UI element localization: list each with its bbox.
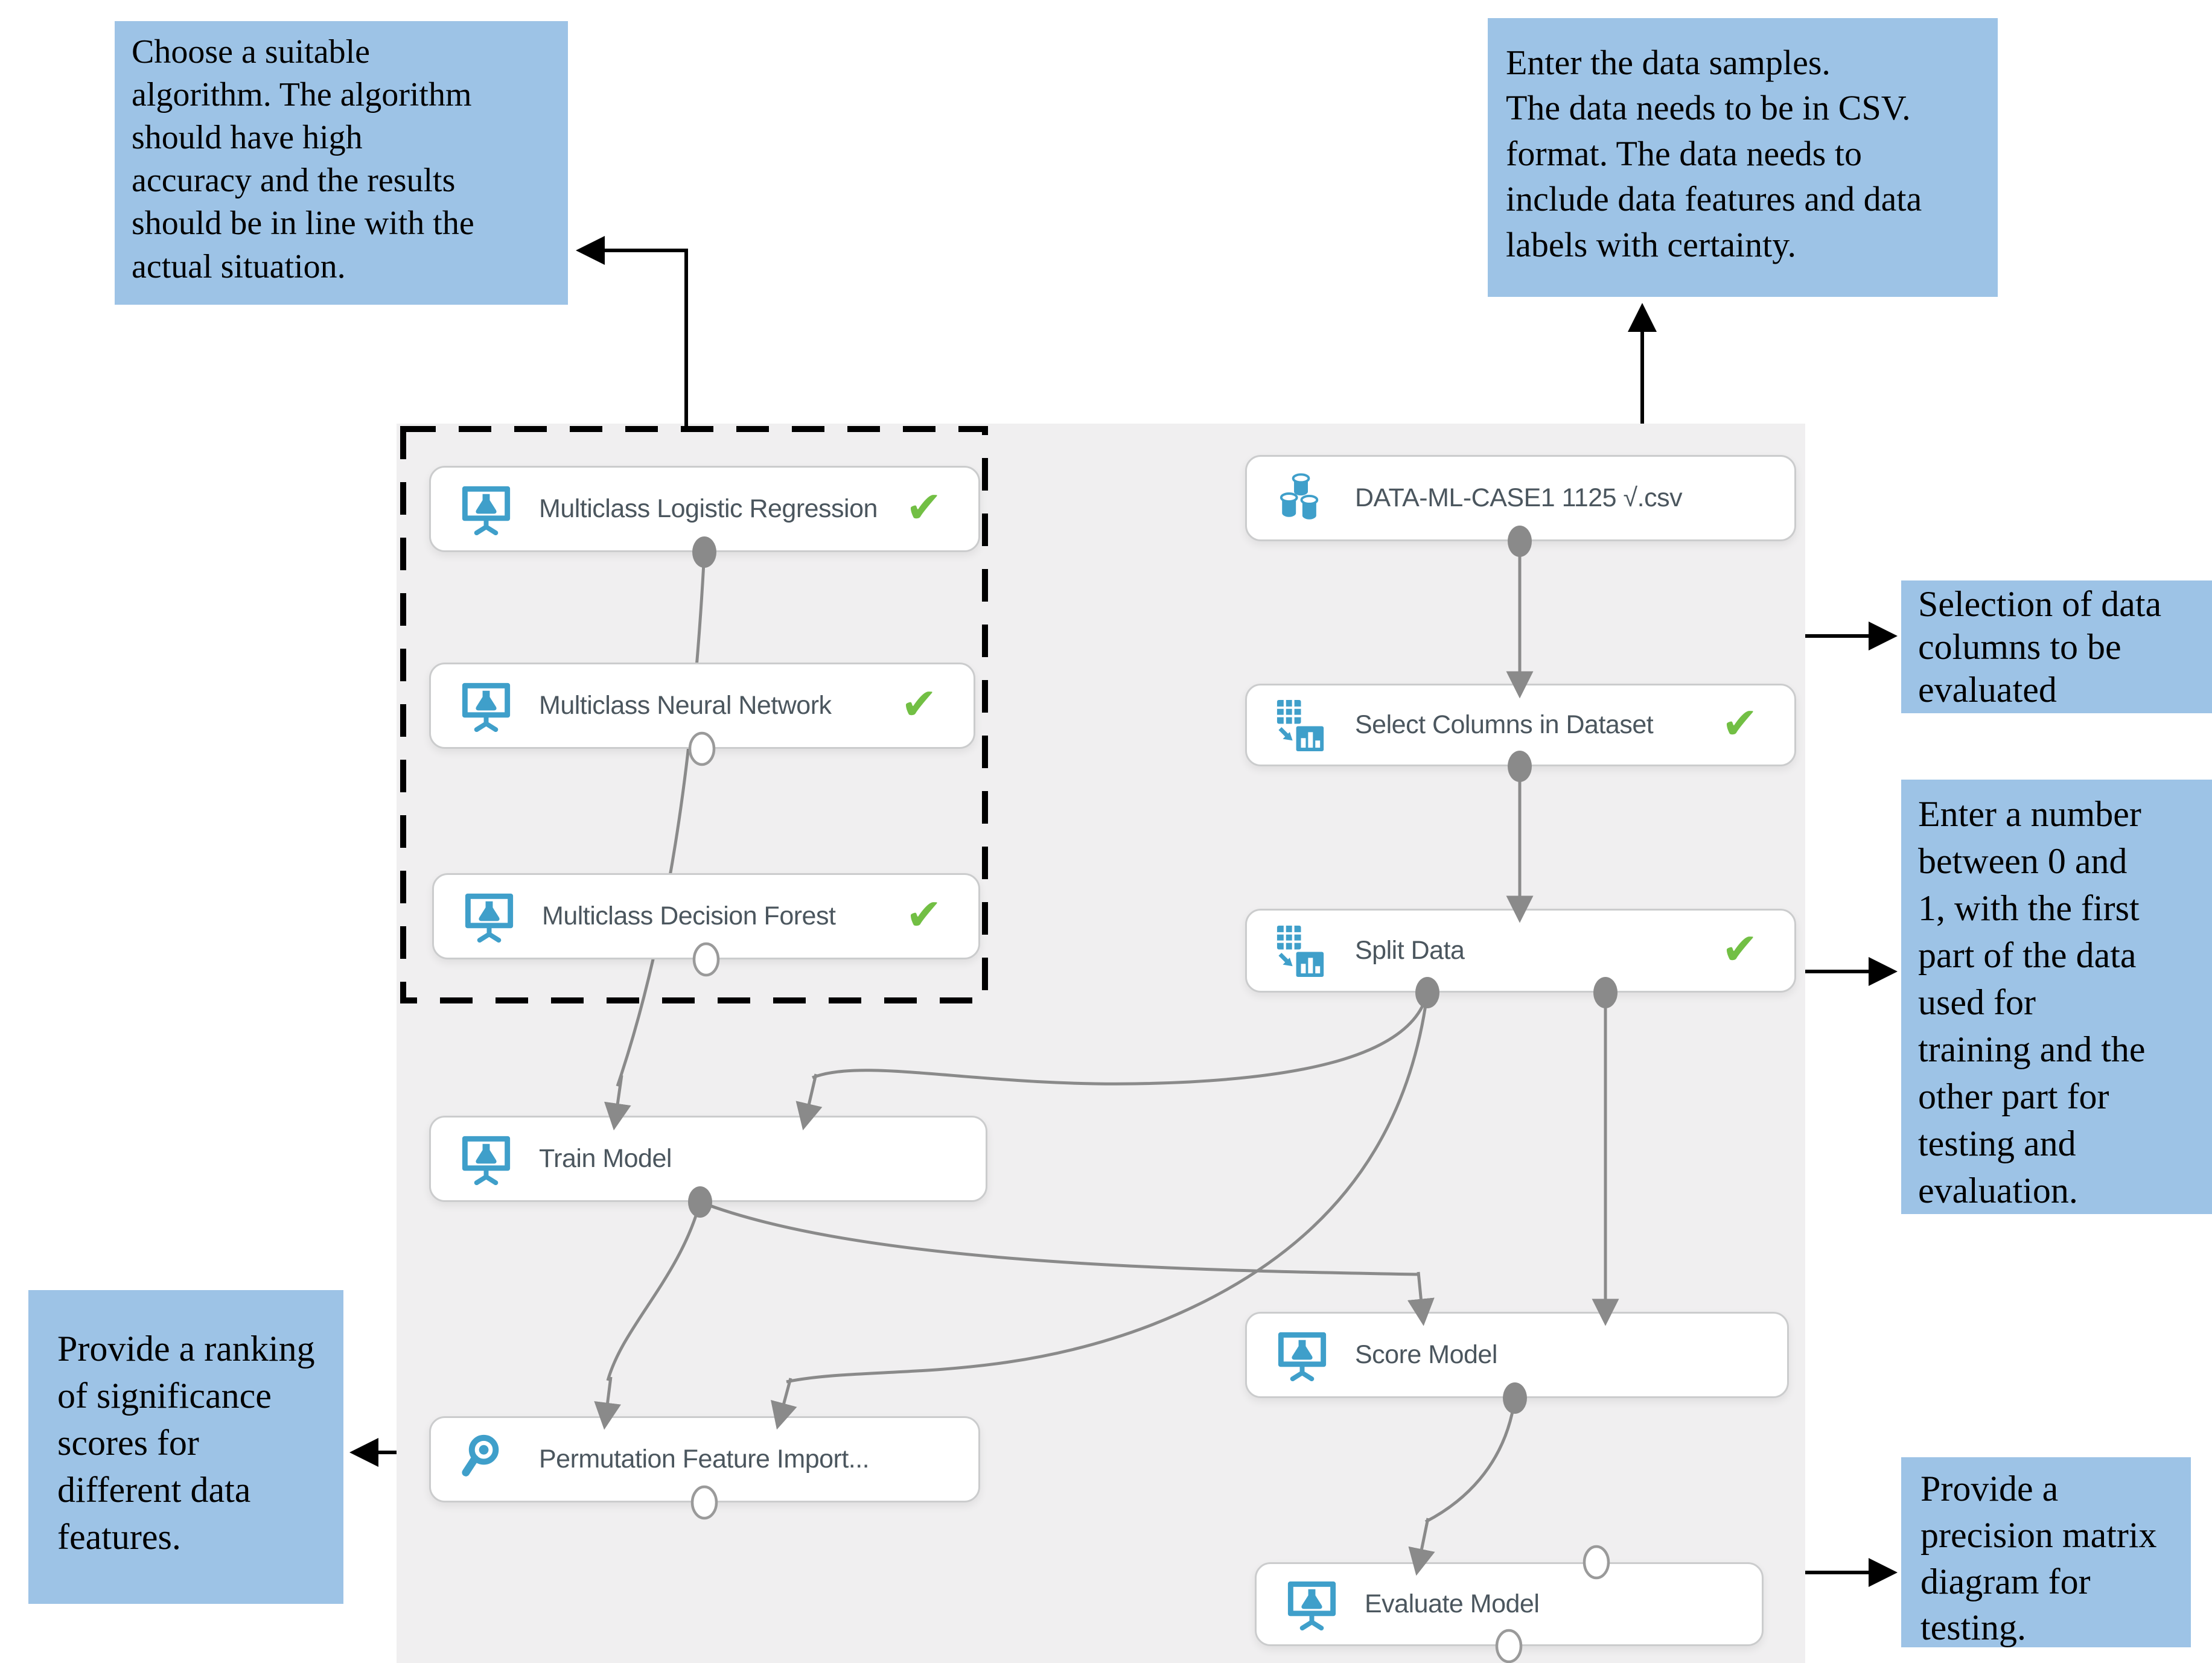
node-label: Multiclass Decision Forest — [542, 901, 836, 930]
callout-precision-matrix: Provide a precision matrix diagram for t… — [1901, 1457, 2191, 1647]
experiment-icon — [461, 888, 518, 945]
callout-choose-algorithm: Choose a suitable algorithm. The algorit… — [115, 21, 568, 305]
node-label: Train Model — [539, 1144, 672, 1173]
select-columns-icon — [1273, 696, 1331, 754]
callout-split-ratio: Enter a number between 0 and 1, with the… — [1901, 780, 2212, 1214]
checkmark-icon: ✔ — [905, 482, 942, 533]
node-label: Multiclass Neural Network — [539, 691, 832, 720]
node-label: Evaluate Model — [1365, 1589, 1540, 1618]
node-multiclass-neural-network[interactable]: Multiclass Neural Network ✔ — [429, 663, 975, 749]
callout-enter-data: Enter the data samples. The data needs t… — [1488, 18, 1998, 297]
node-score-model[interactable]: Score Model — [1245, 1312, 1789, 1398]
magnifier-icon — [457, 1431, 515, 1488]
experiment-icon — [1273, 1326, 1331, 1384]
node-label: Multiclass Logistic Regression — [539, 494, 878, 523]
experiment-icon — [457, 1130, 515, 1188]
callout-feature-ranking: Provide a ranking of significance scores… — [28, 1290, 343, 1604]
node-permutation-feature-importance[interactable]: Permutation Feature Import... — [429, 1416, 980, 1502]
callout-selection-columns: Selection of data columns to be evaluate… — [1901, 580, 2212, 713]
callout-text: Provide a precision matrix diagram for t… — [1920, 1469, 2157, 1648]
node-label: Select Columns in Dataset — [1355, 710, 1654, 739]
callout-text: Enter a number between 0 and 1, with the… — [1918, 794, 2146, 1210]
node-select-columns-in-dataset[interactable]: Select Columns in Dataset ✔ — [1245, 684, 1796, 766]
experiment-icon — [457, 677, 515, 734]
callout-text: Enter the data samples. The data needs t… — [1506, 43, 1922, 264]
callout-text: Selection of data columns to be evaluate… — [1918, 584, 2162, 710]
node-multiclass-decision-forest[interactable]: Multiclass Decision Forest ✔ — [432, 873, 980, 959]
arrow-to-choose-algorithm-callout — [576, 236, 688, 426]
callout-text: Choose a suitable algorithm. The algorit… — [132, 33, 474, 285]
checkmark-icon: ✔ — [905, 889, 942, 940]
dataset-icon — [1273, 469, 1331, 527]
node-label: DATA-ML-CASE1 1125 √.csv — [1355, 483, 1683, 512]
node-label: Split Data — [1355, 936, 1465, 965]
node-dataset[interactable]: DATA-ML-CASE1 1125 √.csv — [1245, 455, 1796, 541]
experiment-icon — [457, 480, 515, 538]
experiment-icon — [1283, 1576, 1340, 1633]
node-train-model[interactable]: Train Model — [429, 1116, 987, 1202]
node-evaluate-model[interactable]: Evaluate Model — [1255, 1562, 1764, 1646]
checkmark-icon: ✔ — [1721, 698, 1758, 749]
node-label: Score Model — [1355, 1340, 1497, 1369]
checkmark-icon: ✔ — [1721, 923, 1758, 975]
split-data-icon — [1273, 922, 1331, 979]
node-label: Permutation Feature Import... — [539, 1445, 870, 1474]
checkmark-icon: ✔ — [900, 678, 937, 730]
node-split-data[interactable]: Split Data ✔ — [1245, 909, 1796, 993]
callout-text: Provide a ranking of significance scores… — [57, 1329, 315, 1557]
node-multiclass-logistic-regression[interactable]: Multiclass Logistic Regression ✔ — [429, 466, 980, 552]
